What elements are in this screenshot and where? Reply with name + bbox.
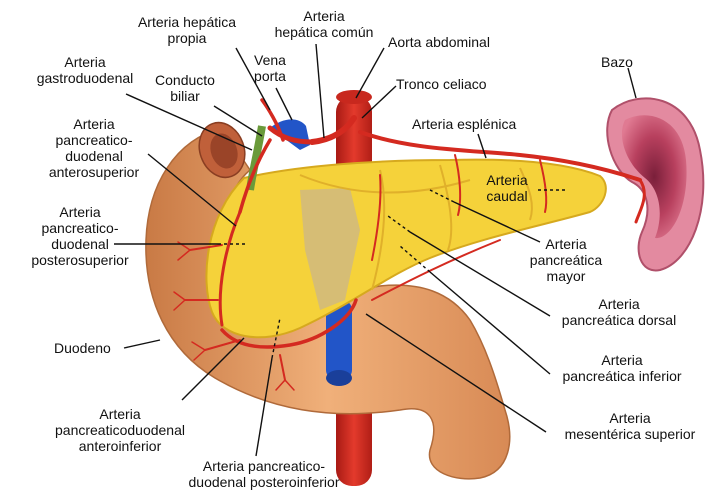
label-arteria-pancreatica-inferior: Arteria pancreática inferior	[552, 352, 692, 384]
label-arteria-hepatica-propia: Arteria hepática propia	[116, 14, 258, 46]
label-arteria-hepatica-comun: Arteria hepática común	[264, 8, 384, 40]
label-arteria-pancreaticoduodenal-posterosuperior: Arteria pancreatico- duodenal posterosup…	[2, 204, 158, 268]
label-tronco-celiaco: Tronco celiaco	[396, 76, 516, 92]
label-arteria-pancreatica-mayor: Arteria pancreática mayor	[520, 236, 612, 284]
label-arteria-pancreatica-dorsal: Arteria pancreática dorsal	[552, 296, 686, 328]
label-duodeno: Duodeno	[54, 340, 124, 356]
label-vena-porta: Vena porta	[244, 52, 296, 84]
label-arteria-caudal: Arteria caudal	[476, 172, 538, 204]
label-arteria-pancreaticoduodenal-posteroinferior: Arteria pancreatico- duodenal posteroinf…	[176, 458, 352, 490]
label-arteria-mesenterica-superior: Arteria mesentérica superior	[548, 410, 712, 442]
label-conducto-biliar: Conducto biliar	[144, 72, 226, 104]
spleen	[607, 98, 703, 270]
label-arteria-pancreaticoduodenal-anterosuperior: Arteria pancreatico- duodenal anterosupe…	[38, 116, 150, 180]
label-arteria-pancreaticoduodenal-anteroinferior: Arteria pancreaticoduodenal anteroinferi…	[40, 406, 200, 454]
label-arteria-gastroduodenal: Arteria gastroduodenal	[26, 54, 144, 86]
label-arteria-esplenica: Arteria esplénica	[412, 116, 552, 132]
label-bazo: Bazo	[601, 54, 651, 70]
label-aorta-abdominal: Aorta abdominal	[388, 34, 518, 50]
